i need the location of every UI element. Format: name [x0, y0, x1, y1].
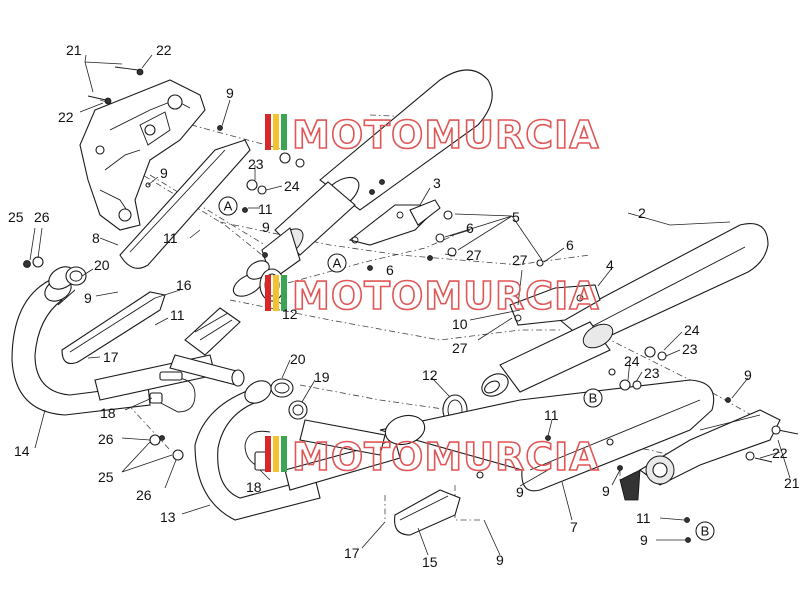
callout-9: 9	[516, 484, 524, 500]
callout-22: 22	[772, 445, 788, 461]
reference-marker-label: A	[333, 256, 342, 271]
rear-footrest-bracket[interactable]	[79, 79, 206, 231]
callout-22: 22	[58, 109, 74, 125]
callout-3: 3	[433, 175, 441, 191]
callout-2: 2	[638, 205, 646, 221]
callout-27: 27	[512, 252, 528, 268]
bolt-set-bottom-right	[745, 425, 799, 463]
fastener-column-5-6	[367, 210, 544, 271]
lambda-sensor-front[interactable]	[149, 371, 196, 413]
callout-numbers: 21 22 22 9 9 23 24 11 9 3 25 26 8 11 5 6…	[8, 42, 800, 570]
callout-9: 9	[744, 367, 752, 383]
callout-27: 27	[466, 247, 482, 263]
callout-9: 9	[602, 483, 610, 499]
reference-marker-label: B	[589, 391, 598, 406]
callout-11: 11	[163, 230, 178, 246]
clamp-19[interactable]	[288, 400, 308, 420]
callout-11: 11	[258, 201, 273, 217]
callout-18: 18	[100, 405, 116, 421]
callout-23: 23	[248, 156, 264, 172]
exhaust-header-rear[interactable]	[194, 376, 401, 521]
callout-25: 25	[8, 209, 24, 225]
callout-20: 20	[94, 257, 110, 273]
reference-marker-a-middle: A	[327, 253, 347, 273]
watermark-top: MOTOMURCIA	[265, 112, 600, 158]
callout-11: 11	[170, 307, 185, 323]
callout-19: 19	[314, 369, 330, 385]
bolt-set-top-left	[87, 66, 144, 105]
callout-18: 18	[246, 479, 262, 495]
callout-26: 26	[34, 209, 50, 225]
nut-washer-25-26-bottom	[149, 434, 184, 461]
callout-21: 21	[784, 475, 800, 491]
callout-23: 23	[682, 341, 698, 357]
callout-17: 17	[103, 349, 119, 365]
callout-22: 22	[156, 42, 172, 58]
callout-10: 10	[452, 316, 468, 332]
catalytic-converter[interactable]	[169, 307, 245, 387]
callout-25: 25	[98, 469, 114, 485]
gasket-20-front	[65, 266, 87, 286]
callout-24: 24	[684, 322, 700, 338]
callout-20: 20	[290, 351, 306, 367]
leader-lines	[29, 54, 791, 556]
callout-6: 6	[566, 237, 574, 253]
callout-11: 11	[544, 407, 559, 423]
watermark-text-middle: MOTOMURCIA	[292, 274, 600, 318]
callout-23: 23	[644, 365, 660, 381]
watermark-text-top: MOTOMURCIA	[292, 113, 600, 157]
muffler-bracket-rear[interactable]	[509, 284, 601, 326]
heat-shield-front[interactable]	[119, 139, 251, 269]
reference-marker-b-bottom: B	[695, 521, 715, 541]
callout-9: 9	[160, 165, 168, 181]
callout-6: 6	[466, 220, 474, 236]
nut-set-upper	[217, 125, 385, 258]
callout-12: 12	[282, 306, 298, 322]
callout-12: 12	[422, 367, 438, 383]
gasket-20-rear	[270, 378, 294, 398]
callout-4: 4	[606, 257, 614, 273]
callout-16: 16	[176, 277, 192, 293]
callout-15: 15	[422, 554, 438, 570]
callout-9: 9	[640, 532, 648, 548]
callout-26: 26	[136, 487, 152, 503]
reference-marker-a-top: A	[218, 196, 238, 216]
callout-9: 9	[496, 552, 504, 568]
muffler-bracket-upper[interactable]	[348, 199, 441, 246]
heat-shield-header-front[interactable]	[61, 291, 166, 365]
clamp-upper[interactable]	[259, 268, 285, 302]
nut-washer-25-26-top	[23, 256, 44, 268]
callout-9: 9	[262, 219, 270, 235]
callout-13: 13	[160, 509, 176, 525]
callout-7: 7	[570, 519, 578, 535]
callout-6: 6	[386, 262, 394, 278]
callout-24: 24	[624, 353, 640, 369]
callout-11: 11	[636, 510, 651, 526]
callout-14: 14	[14, 443, 30, 459]
callout-26: 26	[98, 431, 114, 447]
rear-bracket-right[interactable]	[619, 409, 781, 501]
callout-5: 5	[512, 209, 520, 225]
callout-9: 9	[226, 85, 234, 101]
watermark-text-bottom: MOTOMURCIA	[292, 435, 600, 479]
callout-21: 21	[66, 42, 82, 58]
reference-marker-label: B	[701, 524, 710, 539]
watermark-bottom: MOTOMURCIA	[265, 434, 600, 480]
watermark-middle: MOTOMURCIA	[265, 273, 600, 319]
reference-marker-b-middle: B	[583, 388, 603, 408]
muffler-upper[interactable]	[230, 69, 493, 301]
reference-marker-label: A	[224, 199, 233, 214]
callout-24: 24	[284, 178, 300, 194]
callout-17: 17	[344, 545, 360, 561]
muffler-rear[interactable]	[478, 223, 769, 401]
callout-27: 27	[452, 340, 468, 356]
callout-8: 8	[92, 230, 100, 246]
heat-shield-lower[interactable]	[394, 489, 461, 536]
callout-9: 9	[84, 290, 92, 306]
nut-set-right	[545, 346, 731, 543]
